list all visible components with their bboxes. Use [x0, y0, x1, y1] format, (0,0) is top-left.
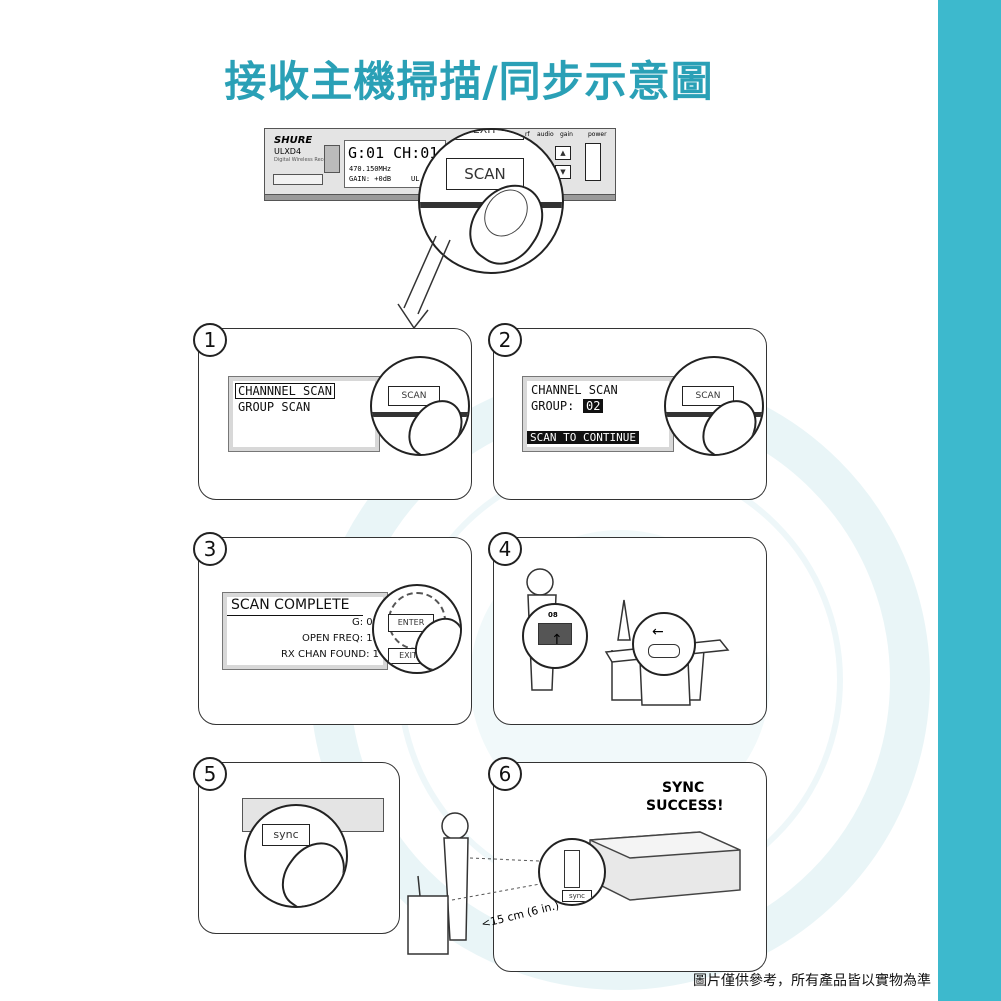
step-6-sync-button[interactable]: sync: [562, 890, 592, 902]
receiver-headphone-port: [324, 145, 340, 173]
footer-note: 圖片僅供參考，所有產品皆以實物為準: [693, 973, 931, 989]
receiver-gain-up-button[interactable]: ▲: [555, 146, 571, 160]
step-6-success-line1: SYNC: [662, 780, 705, 796]
step-3-lcd-line4: RX CHAN FOUND: 1: [280, 649, 379, 660]
receiver-subtitle: Digital Wireless Receiver: [274, 157, 336, 163]
receiver-brand: SHURE: [274, 135, 313, 146]
step-4-mic-magnifier: 08 ↑: [522, 603, 588, 669]
step-4-mic-ir-window: [538, 623, 572, 645]
step-2-number: 2: [488, 323, 522, 357]
step-4-left-arrow-icon: ←: [652, 624, 664, 640]
receiver-label-power: power: [588, 131, 607, 138]
step-3-magnifier: ENTER EXIT: [372, 584, 462, 674]
step-3-lcd-line3: OPEN FREQ: 14: [301, 633, 379, 644]
step-1-magnifier: SCAN: [370, 356, 470, 456]
step-2-lcd-line1: CHANNEL SCAN: [531, 383, 618, 397]
receiver-model: ULXD4: [274, 147, 302, 156]
step-2-magnifier: SCAN: [664, 356, 764, 456]
receiver-label-rf: rf: [525, 131, 530, 138]
step-4-mic-label: 08: [548, 611, 558, 619]
step-5-magnifier: sync: [244, 804, 348, 908]
receiver-lcd-main: G:01 CH:01: [348, 144, 439, 162]
step-6-illustration: [407, 812, 741, 955]
receiver-power-switch[interactable]: [585, 143, 601, 181]
step-4-bodypack-magnifier: ←: [632, 612, 696, 676]
step-2-lcd-line2-label: GROUP:: [531, 399, 575, 413]
step-1-lcd-line2: GROUP SCAN: [238, 400, 311, 414]
step-3-lcd-line1: SCAN COMPLETE: [231, 597, 350, 613]
step-3-number: 3: [193, 532, 227, 566]
receiver-lcd-freq: 470.150MHz: [349, 165, 392, 173]
step-2-lcd-line2-value: 02: [583, 399, 604, 413]
scan-exit-button-partial[interactable]: EXIT: [446, 130, 524, 140]
right-accent-bar: [938, 0, 1001, 1001]
step-6-magnifier: sync: [538, 838, 606, 906]
step-4-bodypack-switch: [648, 644, 680, 658]
step-2-scan-button[interactable]: SCAN: [682, 386, 734, 406]
step-6-success-line2: SUCCESS!: [646, 798, 724, 814]
step-3-lcd: SCAN COMPLETE G: 01 OPEN FREQ: 14 RX CHA…: [222, 592, 388, 670]
step-1-lcd: CHANNNEL SCAN GROUP SCAN: [228, 376, 380, 452]
scan-magnifier: EXIT SCAN: [418, 128, 564, 274]
receiver-ir-window: [273, 174, 323, 185]
step-3-lcd-underline: [227, 615, 363, 616]
step-1-lcd-line1: CHANNNEL SCAN: [235, 383, 335, 399]
receiver-label-gain: gain: [560, 131, 573, 138]
receiver-lcd-partial: UL: [411, 175, 420, 183]
step-3-lcd-line2: G: 01: [351, 617, 379, 628]
step-4-up-arrow-icon: ↑: [551, 632, 563, 648]
receiver-label-audio: audio: [537, 131, 554, 138]
step-6-number: 6: [488, 757, 522, 791]
step-5-number: 5: [193, 757, 227, 791]
step-4-number: 4: [488, 532, 522, 566]
step-5-sync-button[interactable]: sync: [262, 824, 310, 846]
page-title: 接收主機掃描/同步示意圖: [224, 57, 714, 106]
step-6-ir-window: [564, 850, 580, 888]
step-2-lcd-line3: SCAN TO CONTINUE: [527, 431, 639, 444]
step-2-lcd: CHANNEL SCAN GROUP: 02 SCAN TO CONTINUE: [522, 376, 674, 452]
step-1-number: 1: [193, 323, 227, 357]
receiver-lcd-gain: GAIN: +0dB: [349, 175, 392, 183]
step-1-scan-button[interactable]: SCAN: [388, 386, 440, 406]
